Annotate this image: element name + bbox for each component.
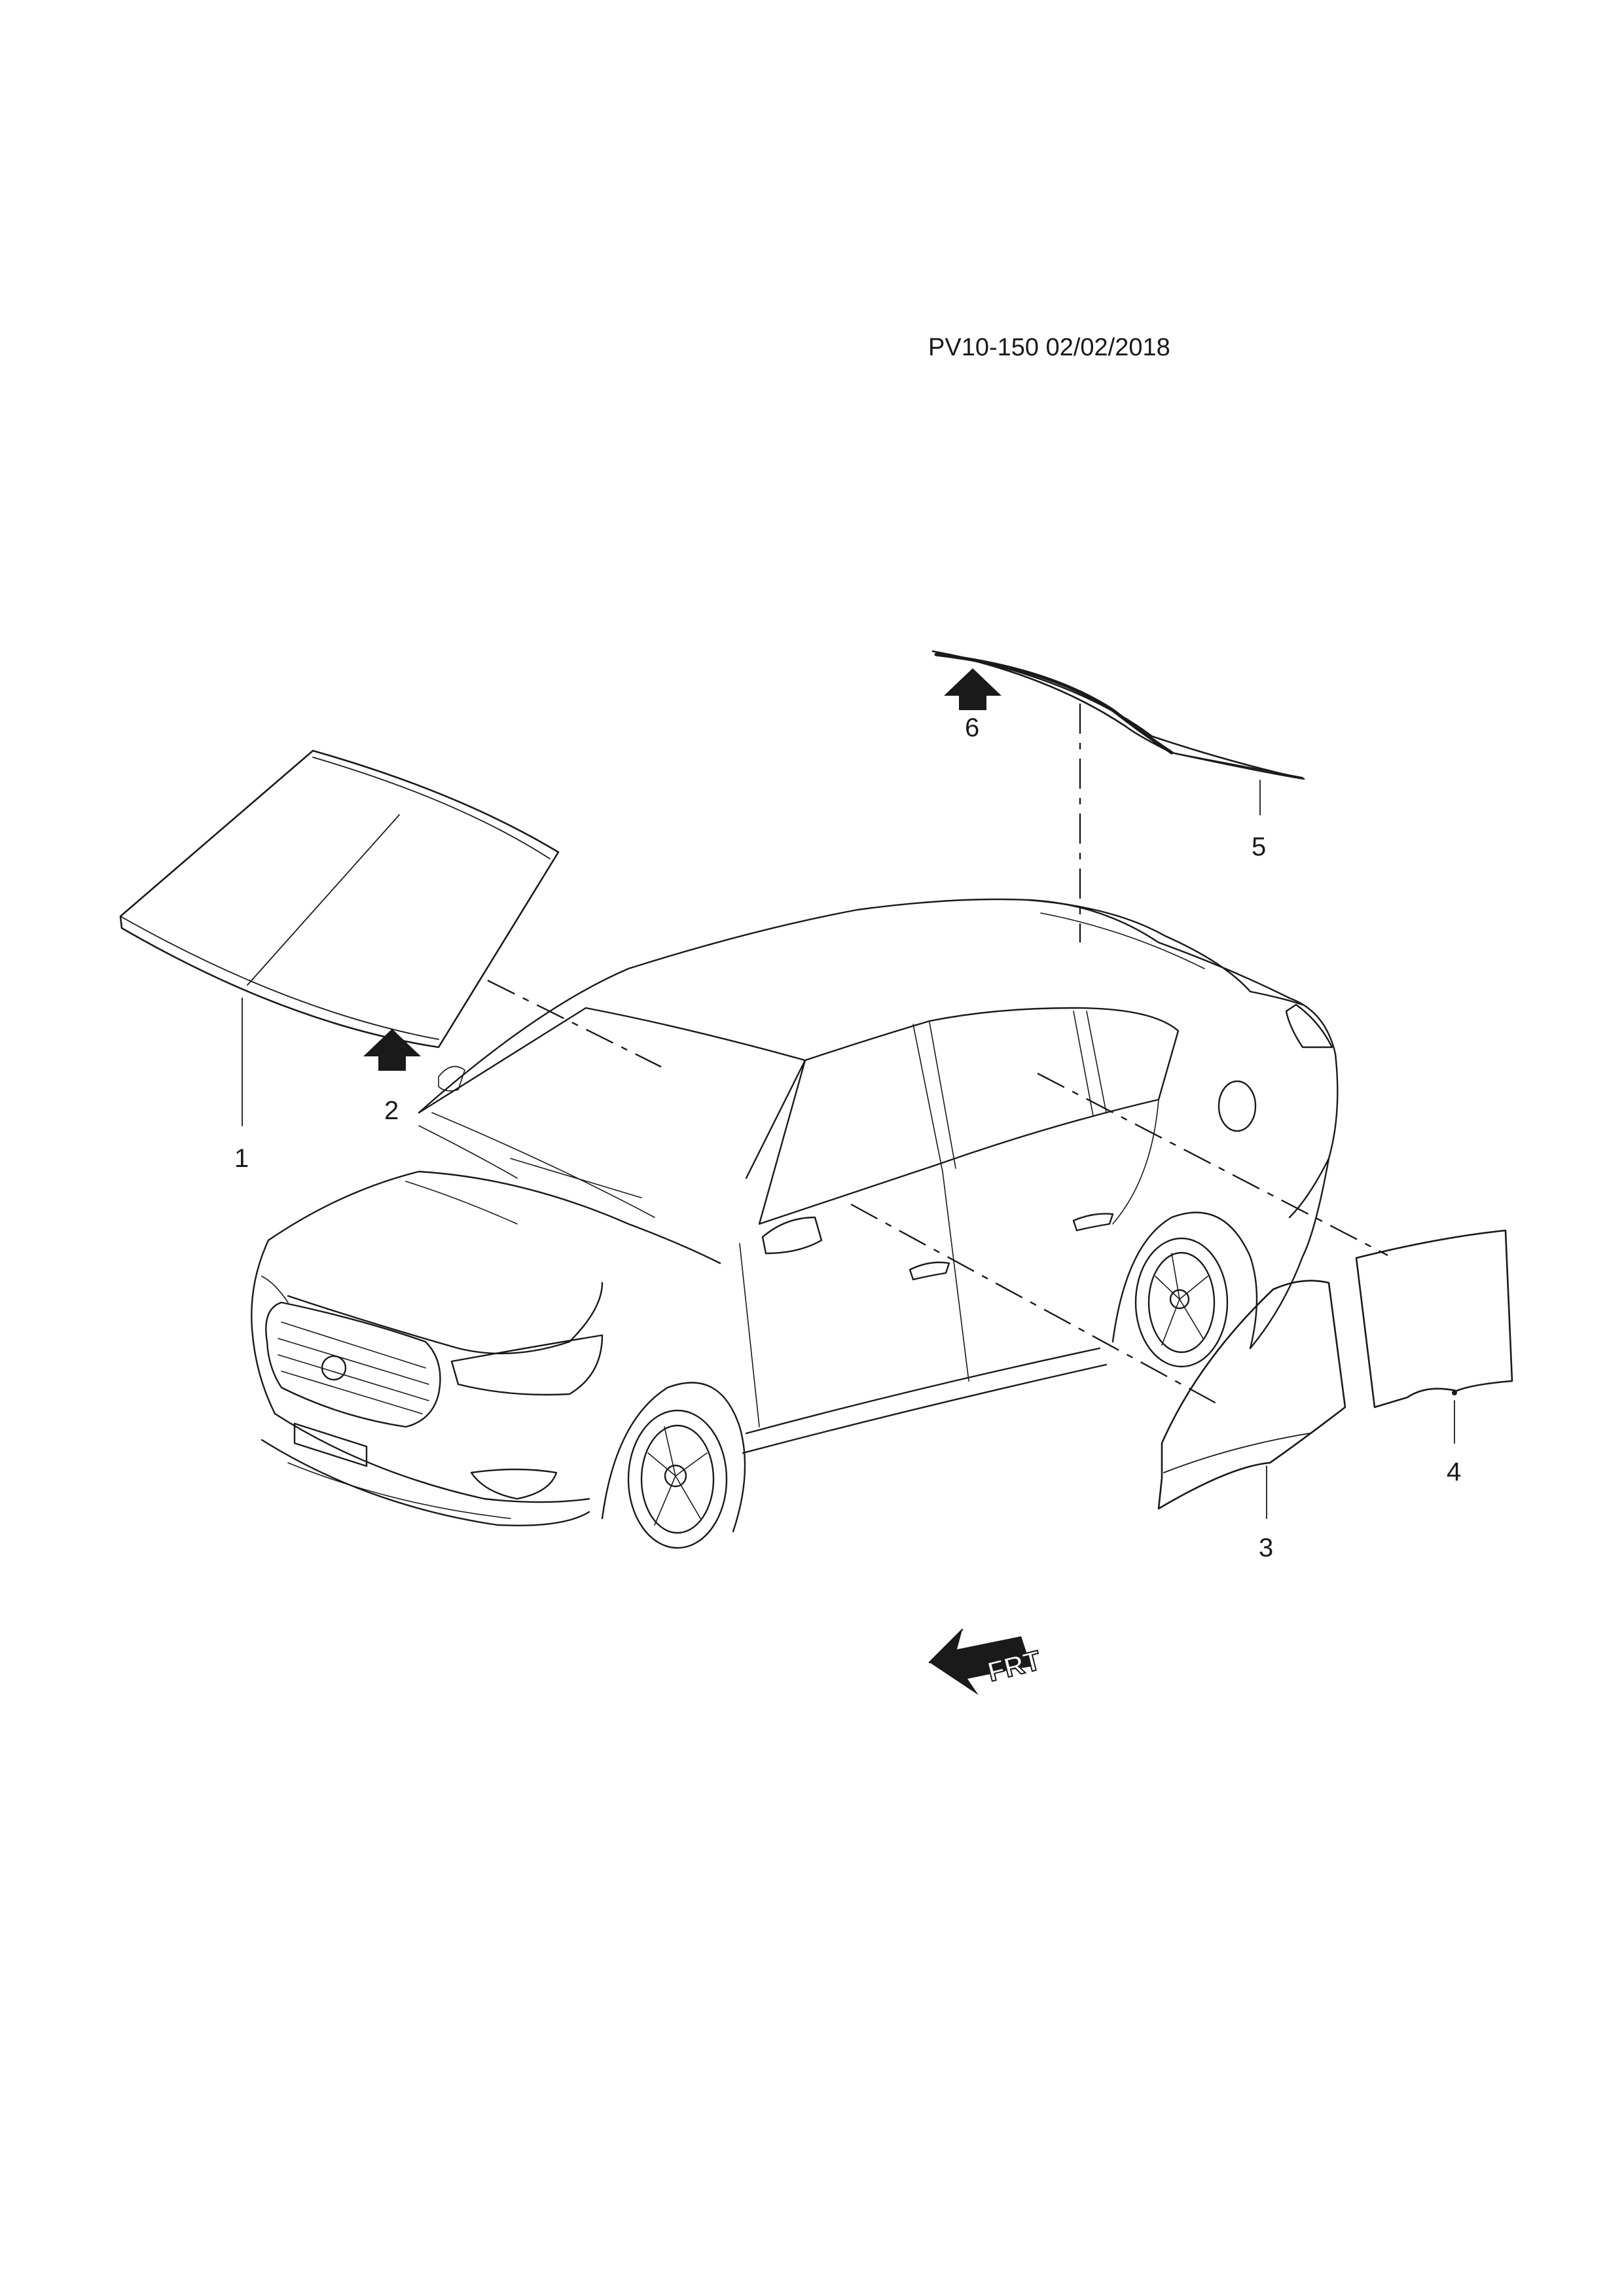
arrow-marker-6-icon xyxy=(944,668,1001,710)
rear-window-glass[interactable] xyxy=(931,650,1305,780)
front-direction-arrow-icon xyxy=(928,1628,1032,1695)
callout-2: 2 xyxy=(384,1096,399,1125)
windshield-glass[interactable] xyxy=(119,749,560,1049)
assembly-line-windshield xyxy=(487,979,662,1068)
assembly-line-front-door xyxy=(850,1203,1218,1405)
callout-6: 6 xyxy=(965,713,979,742)
callout-3: 3 xyxy=(1259,1534,1273,1562)
front-door-glass[interactable] xyxy=(1157,1280,1346,1510)
callout-5: 5 xyxy=(1252,833,1266,861)
document-id: PV10-150 02/02/2018 xyxy=(928,334,1170,361)
assembly-line-rear-door xyxy=(1037,1072,1388,1257)
callout-1: 1 xyxy=(234,1144,249,1173)
callout-4: 4 xyxy=(1447,1458,1461,1486)
rear-door-glass[interactable] xyxy=(1355,1229,1513,1408)
vehicle-outline xyxy=(251,898,1339,1549)
arrow-marker-2-icon xyxy=(363,1029,421,1071)
